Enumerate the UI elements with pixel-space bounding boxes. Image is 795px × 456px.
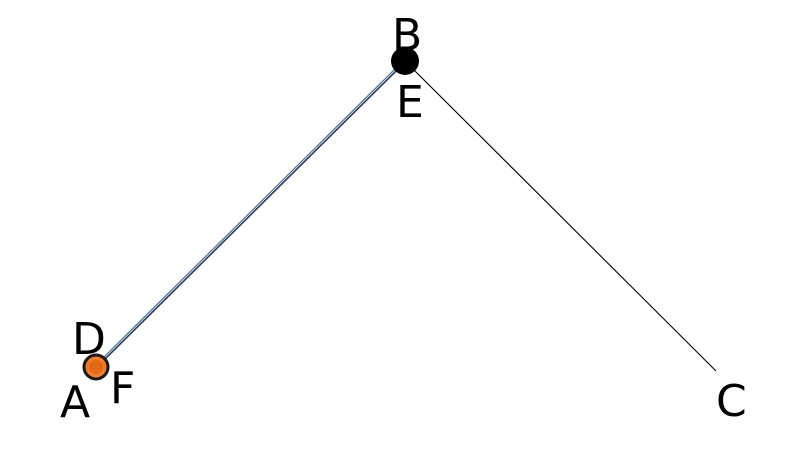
segment-ab-shadow — [103, 67, 400, 361]
point-a-inner — [89, 360, 103, 374]
segment-bc — [411, 67, 717, 372]
label-b: B — [392, 10, 422, 61]
label-a: A — [60, 377, 90, 428]
segment-ab — [101, 66, 398, 360]
label-f: F — [110, 363, 135, 414]
label-e: E — [396, 77, 424, 128]
label-c: C — [716, 376, 747, 427]
point-b[interactable] — [391, 47, 419, 75]
label-d: D — [72, 314, 106, 365]
